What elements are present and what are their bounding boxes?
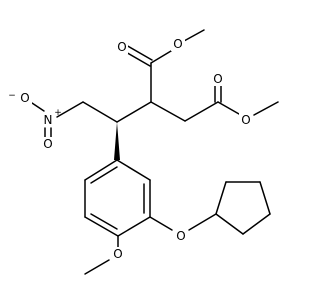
bond-stereocenter-ch2	[82, 101, 118, 123]
ester1-ether-oxygen: O	[171, 37, 185, 51]
atom-labels: O O O O − O N +	[8, 37, 253, 261]
bond-ester1-carbonyl-double-b	[123, 50, 151, 67]
ester2-ether-oxygen: O	[239, 113, 253, 127]
bond-ester2-c-o	[217, 101, 240, 115]
chemical-structure: O O O O − O N +	[8, 29, 279, 275]
bond-ring-3-4	[117, 216, 151, 237]
wedge-stereo-bond	[114, 122, 120, 160]
bond-ester1-o-methyl	[183, 29, 205, 42]
structure-canvas: O O O O − O N +	[8, 29, 279, 275]
bond-cyclopentyl-3-4	[259, 181, 271, 215]
bond-nitro-n-o-minus	[31, 102, 45, 112]
bond-ch2-ester2-c	[184, 101, 219, 122]
bond-ring-inner-c	[90, 166, 118, 184]
nitro-nitrogen: N +	[41, 108, 62, 127]
bond-ester2-o-methyl	[253, 101, 279, 116]
bond-o-cyclopentyl-c	[188, 213, 217, 231]
bond-ester1-carbonyl-double-a	[125, 44, 153, 61]
ester1-carbonyl-oxygen: O	[116, 40, 128, 54]
atom-label: O	[176, 229, 185, 243]
bond-ring-6-1	[84, 159, 118, 181]
plus-charge: +	[54, 108, 62, 118]
atom-label: O	[43, 137, 52, 151]
bonds	[31, 29, 279, 275]
atom-label: O	[241, 113, 250, 127]
bond-ester1-c-o	[150, 50, 172, 64]
bond-alpha-ch2	[150, 101, 186, 122]
bond-ring-4-5	[84, 216, 119, 237]
methoxy-oxygen: O	[111, 247, 125, 261]
bond-ring-inner-b	[90, 213, 118, 230]
nitro-oxygen: O	[41, 137, 55, 151]
bond-ring-o-cyclopentyl	[149, 216, 173, 231]
atom-label: O	[117, 40, 126, 54]
cyclopentyloxy-oxygen: O	[174, 229, 188, 243]
bond-cyclopentyl-5-1	[215, 213, 244, 235]
nitro-o-minus: − O	[8, 91, 32, 105]
atom-label: O	[173, 37, 182, 51]
bond-o-methoxy-methyl	[84, 259, 110, 275]
bond-ring-1-2	[116, 159, 151, 181]
atom-label: O	[20, 91, 29, 105]
bond-cyclopentyl-1-2	[215, 181, 227, 215]
bond-cyclopentyl-4-5	[242, 213, 271, 235]
atom-label: O	[113, 247, 122, 261]
bond-alpha-stereocenter	[116, 101, 152, 123]
atom-label: O	[213, 72, 222, 86]
bond-ch2-nitro-n	[56, 101, 84, 118]
minus-charge: −	[8, 91, 16, 101]
ester2-carbonyl-oxygen: O	[211, 72, 225, 86]
atom-label: N	[44, 113, 53, 127]
